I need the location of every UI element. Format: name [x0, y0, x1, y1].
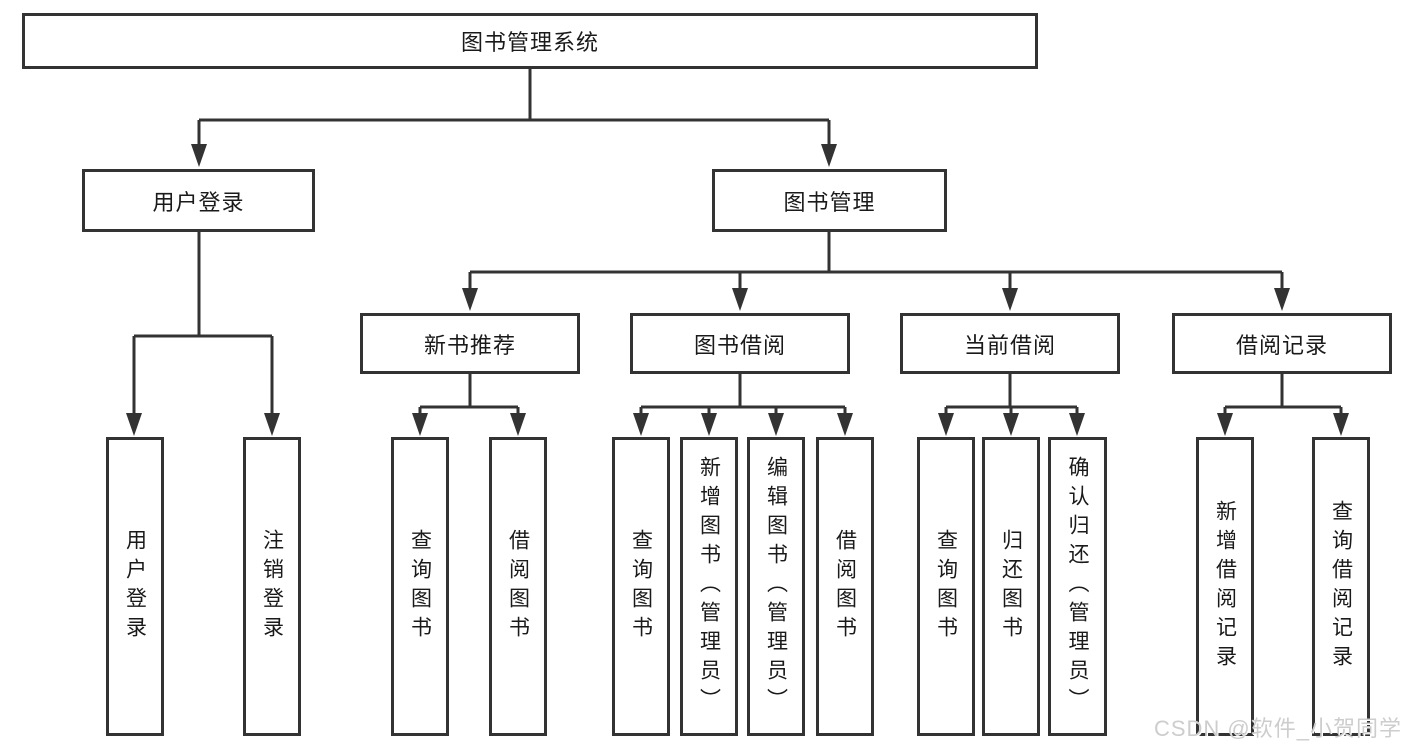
leaf-user-login: 用户登录 — [106, 437, 164, 736]
node-borrowing-records: 借阅记录 — [1172, 313, 1392, 374]
watermark: CSDN @软件_小贺同学 — [1153, 716, 1402, 741]
leaf-confirm-return-admin: 确认归还（管理员） — [1048, 437, 1107, 736]
node-library-management-system: 图书管理系统 — [22, 13, 1038, 69]
node-current-borrowing: 当前借阅 — [900, 313, 1120, 374]
arrowhead-icons — [126, 144, 1349, 436]
leaf-query-books-current: 查询图书 — [917, 437, 975, 736]
leaf-query-books-borrowing: 查询图书 — [612, 437, 670, 736]
leaf-borrow-books-recommend: 借阅图书 — [489, 437, 547, 736]
node-book-management-branch: 图书管理 — [712, 169, 947, 232]
tree-edges — [132, 69, 1343, 414]
leaf-edit-books-admin: 编辑图书（管理员） — [747, 437, 805, 736]
node-new-book-recommendation: 新书推荐 — [360, 313, 580, 374]
leaf-logout: 注销登录 — [243, 437, 301, 736]
leaf-add-books-admin: 新增图书（管理员） — [680, 437, 738, 736]
leaf-add-borrow-record: 新增借阅记录 — [1196, 437, 1254, 736]
leaf-return-books: 归还图书 — [982, 437, 1040, 736]
node-book-borrowing: 图书借阅 — [630, 313, 850, 374]
leaf-query-borrow-record: 查询借阅记录 — [1312, 437, 1370, 736]
leaf-query-books-recommend: 查询图书 — [391, 437, 449, 736]
leaf-borrow-books-borrowing: 借阅图书 — [816, 437, 874, 736]
node-user-login-branch: 用户登录 — [82, 169, 315, 232]
